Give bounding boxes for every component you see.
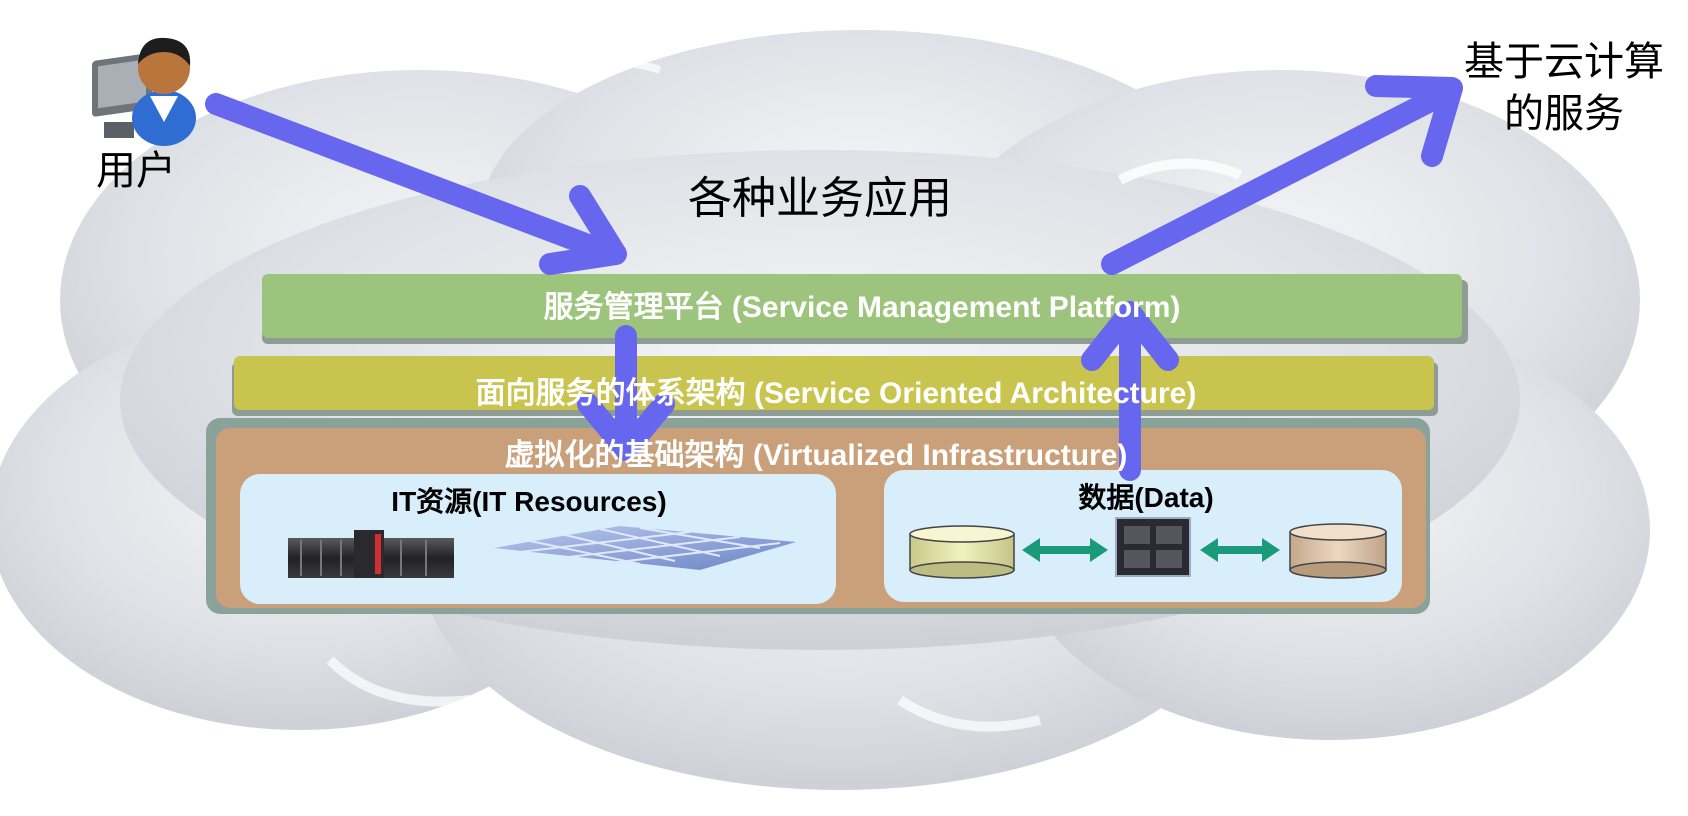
smp-layer-label: 服务管理平台 (Service Management Platform) [543, 291, 1181, 324]
database-cylinder-icon [909, 525, 1015, 579]
flow-arrows [205, 75, 1463, 481]
cloud-service-label: 基于云计算 的服务 [1448, 36, 1680, 140]
smp-layer [262, 274, 1468, 344]
server-grid-icon [494, 526, 796, 570]
soa-layer-label: 面向服务的体系架构 (Service Oriented Architecture… [475, 377, 1197, 410]
business-apps-label: 各种业务应用 [688, 173, 952, 224]
cloud-service-label-line2: 的服务 [1504, 91, 1624, 137]
user-computer-icon [92, 37, 196, 146]
server-rack-icon [288, 530, 454, 578]
sync-arrow-icon [1200, 538, 1280, 562]
user-label: 用户 [96, 148, 176, 194]
cloud-service-label-line1: 基于云计算 [1464, 39, 1664, 85]
it-resources-title: IT资源(IT Resources) [391, 486, 667, 517]
storage-server-icon [1115, 517, 1191, 577]
vi-layer-label: 虚拟化的基础架构 (Virtualized Infrastructure) [504, 439, 1128, 472]
database-cylinder-icon [1289, 523, 1387, 579]
data-title: 数据(Data) [1078, 482, 1214, 513]
sync-arrow-icon [1022, 538, 1108, 562]
